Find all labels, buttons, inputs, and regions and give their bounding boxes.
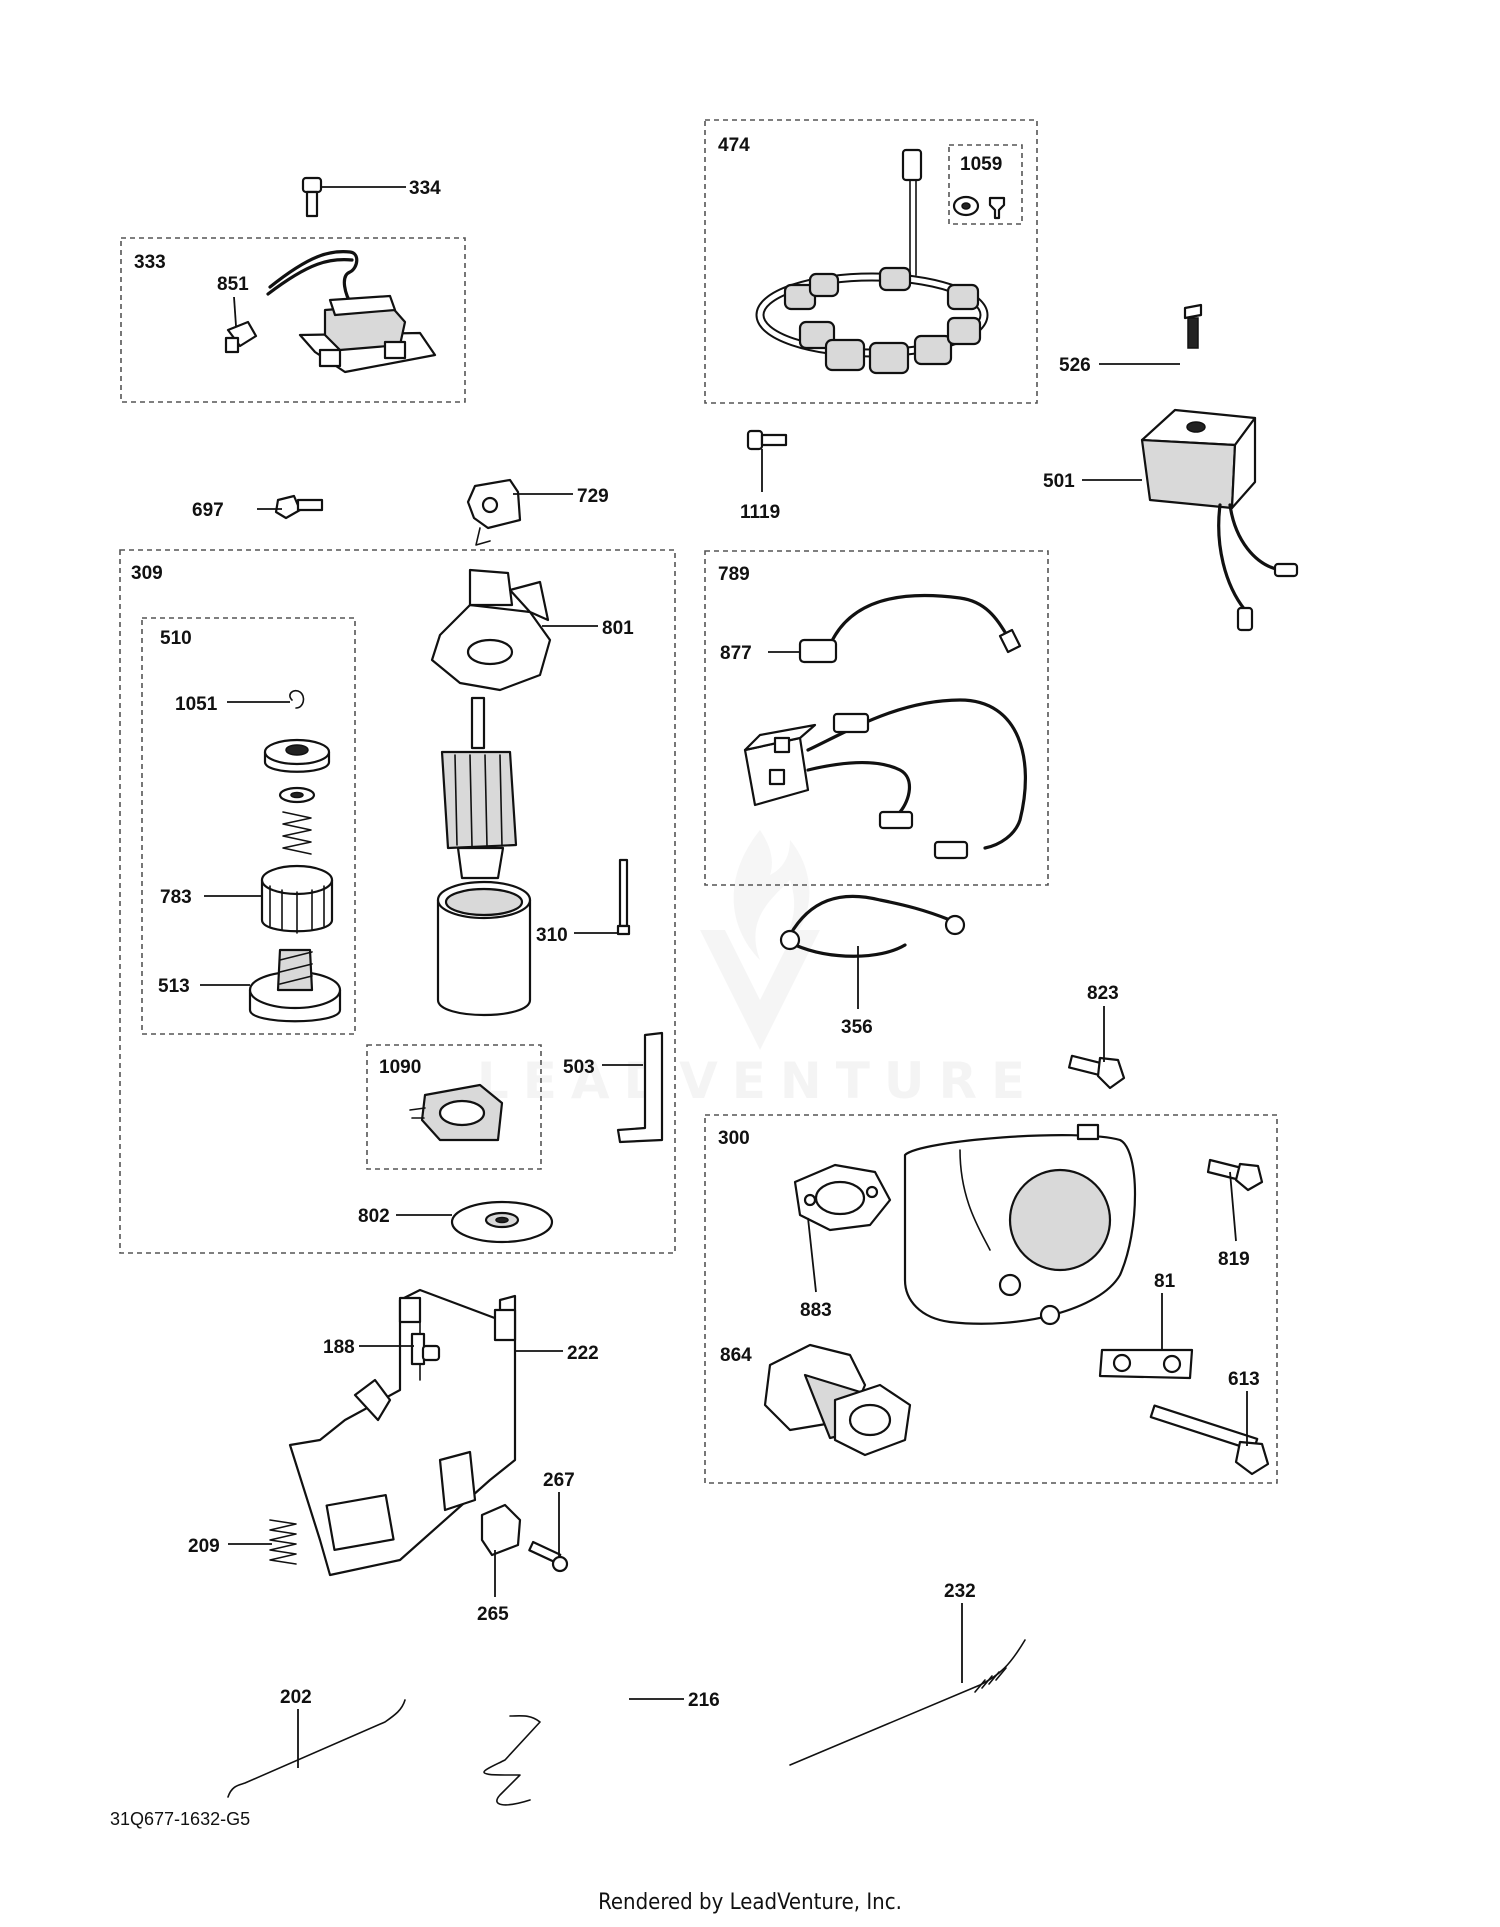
callout-877: 877 <box>720 643 752 664</box>
part-526-screw <box>1183 303 1203 349</box>
callout-300: 300 <box>718 1128 750 1149</box>
part-474-stator <box>755 148 989 375</box>
part-697-bolt <box>274 494 324 520</box>
group-box-510 <box>141 617 356 1035</box>
group-box-333 <box>120 237 466 403</box>
part-222-control-bracket <box>288 1288 517 1577</box>
group-box-300 <box>704 1114 1278 1484</box>
callout-1059: 1059 <box>960 154 1002 175</box>
callout-783: 783 <box>160 887 192 908</box>
leadventure-watermark: LEADVENTURE <box>477 830 1039 1110</box>
callout-526: 526 <box>1059 355 1091 376</box>
callout-819: 819 <box>1218 1249 1250 1270</box>
part-188-screw <box>410 1332 441 1366</box>
rendered-by-footer: Rendered by LeadVenture, Inc. <box>598 1890 902 1915</box>
callout-216: 216 <box>688 1690 720 1711</box>
group-box-474 <box>704 119 1038 404</box>
callout-883: 883 <box>800 1300 832 1321</box>
callout-1090: 1090 <box>379 1057 421 1078</box>
watermark-text: LEADVENTURE <box>477 1052 1039 1110</box>
callout-801: 801 <box>602 618 634 639</box>
part-267-screw <box>528 1540 569 1573</box>
part-802-end-cap <box>450 1200 554 1244</box>
callout-802: 802 <box>358 1206 390 1227</box>
callout-232: 232 <box>944 1581 976 1602</box>
part-729-bracket <box>466 478 522 546</box>
callout-823: 823 <box>1087 983 1119 1004</box>
part-stop-collar <box>263 738 331 773</box>
part-819-bolt <box>1206 1158 1264 1192</box>
diagram-id: 31Q677-1632-G5 <box>110 1809 250 1829</box>
callout-188: 188 <box>323 1337 355 1358</box>
part-265-block <box>480 1503 522 1557</box>
part-864-exhaust-adapter <box>763 1343 912 1457</box>
callout-510: 510 <box>160 628 192 649</box>
part-washer <box>278 786 316 804</box>
group-box-789 <box>704 550 1049 886</box>
callout-209: 209 <box>188 1536 220 1557</box>
callout-1051: 1051 <box>175 694 218 715</box>
part-202-link <box>227 1699 406 1798</box>
callout-333: 333 <box>134 252 166 273</box>
callout-851: 851 <box>217 274 249 295</box>
part-armature <box>440 696 518 880</box>
callout-labels: 334 333 851 474 1059 526 501 1119 697 72… <box>131 135 1260 1711</box>
callout-474: 474 <box>718 135 750 156</box>
part-613-long-bolt <box>1149 1404 1270 1476</box>
callout-334: 334 <box>409 178 441 199</box>
callout-503: 503 <box>563 1057 595 1078</box>
part-501-regulator <box>1140 408 1299 632</box>
callout-356: 356 <box>841 1017 873 1038</box>
callout-513: 513 <box>158 976 190 997</box>
part-356-ground-wire <box>779 894 966 958</box>
callout-309: 309 <box>131 563 163 584</box>
part-anti-drift-spring <box>282 811 312 855</box>
part-783-pinion-gear <box>260 864 334 934</box>
part-334-bolt <box>301 176 323 218</box>
callout-501: 501 <box>1043 471 1075 492</box>
leader-lines <box>200 186 1248 1768</box>
part-310-through-bolt <box>616 858 631 936</box>
part-81-plate <box>1098 1348 1194 1380</box>
callout-789: 789 <box>718 564 750 585</box>
part-801-end-plate <box>430 568 552 692</box>
group-box-1059 <box>948 144 1023 225</box>
part-209-spring <box>269 1519 297 1565</box>
group-box-309 <box>119 549 676 1254</box>
part-1059-nut-screw <box>952 195 1006 220</box>
part-823-bolt <box>1067 1054 1126 1090</box>
callout-729: 729 <box>577 486 609 507</box>
watermark-flame-logo <box>700 830 820 1050</box>
callout-613: 613 <box>1228 1369 1260 1390</box>
part-1051-retaining-ring <box>289 689 305 709</box>
part-883-gasket <box>793 1163 892 1232</box>
group-box-1090 <box>366 1044 542 1170</box>
part-1090-brush-assembly <box>409 1083 504 1142</box>
part-232-spring-link <box>789 1639 1026 1766</box>
callout-202: 202 <box>280 1687 312 1708</box>
part-503-strap <box>616 1031 664 1144</box>
callout-864: 864 <box>720 1345 752 1366</box>
callout-265: 265 <box>477 1604 509 1625</box>
part-1119-bolt <box>746 429 788 451</box>
callout-222: 222 <box>567 1343 599 1364</box>
part-216-link <box>483 1714 541 1806</box>
callout-267: 267 <box>543 1470 575 1491</box>
part-300-muffler <box>903 1123 1137 1326</box>
part-851-clip <box>224 320 258 354</box>
part-333-ignition-coil <box>266 250 437 374</box>
part-789-wire-harness <box>743 593 1027 860</box>
part-motor-housing <box>436 880 532 1017</box>
callout-697: 697 <box>192 500 224 521</box>
part-513-drive-nut <box>248 948 342 1023</box>
callout-1119: 1119 <box>740 502 780 523</box>
callout-310: 310 <box>536 925 568 946</box>
callout-81: 81 <box>1154 1271 1176 1292</box>
